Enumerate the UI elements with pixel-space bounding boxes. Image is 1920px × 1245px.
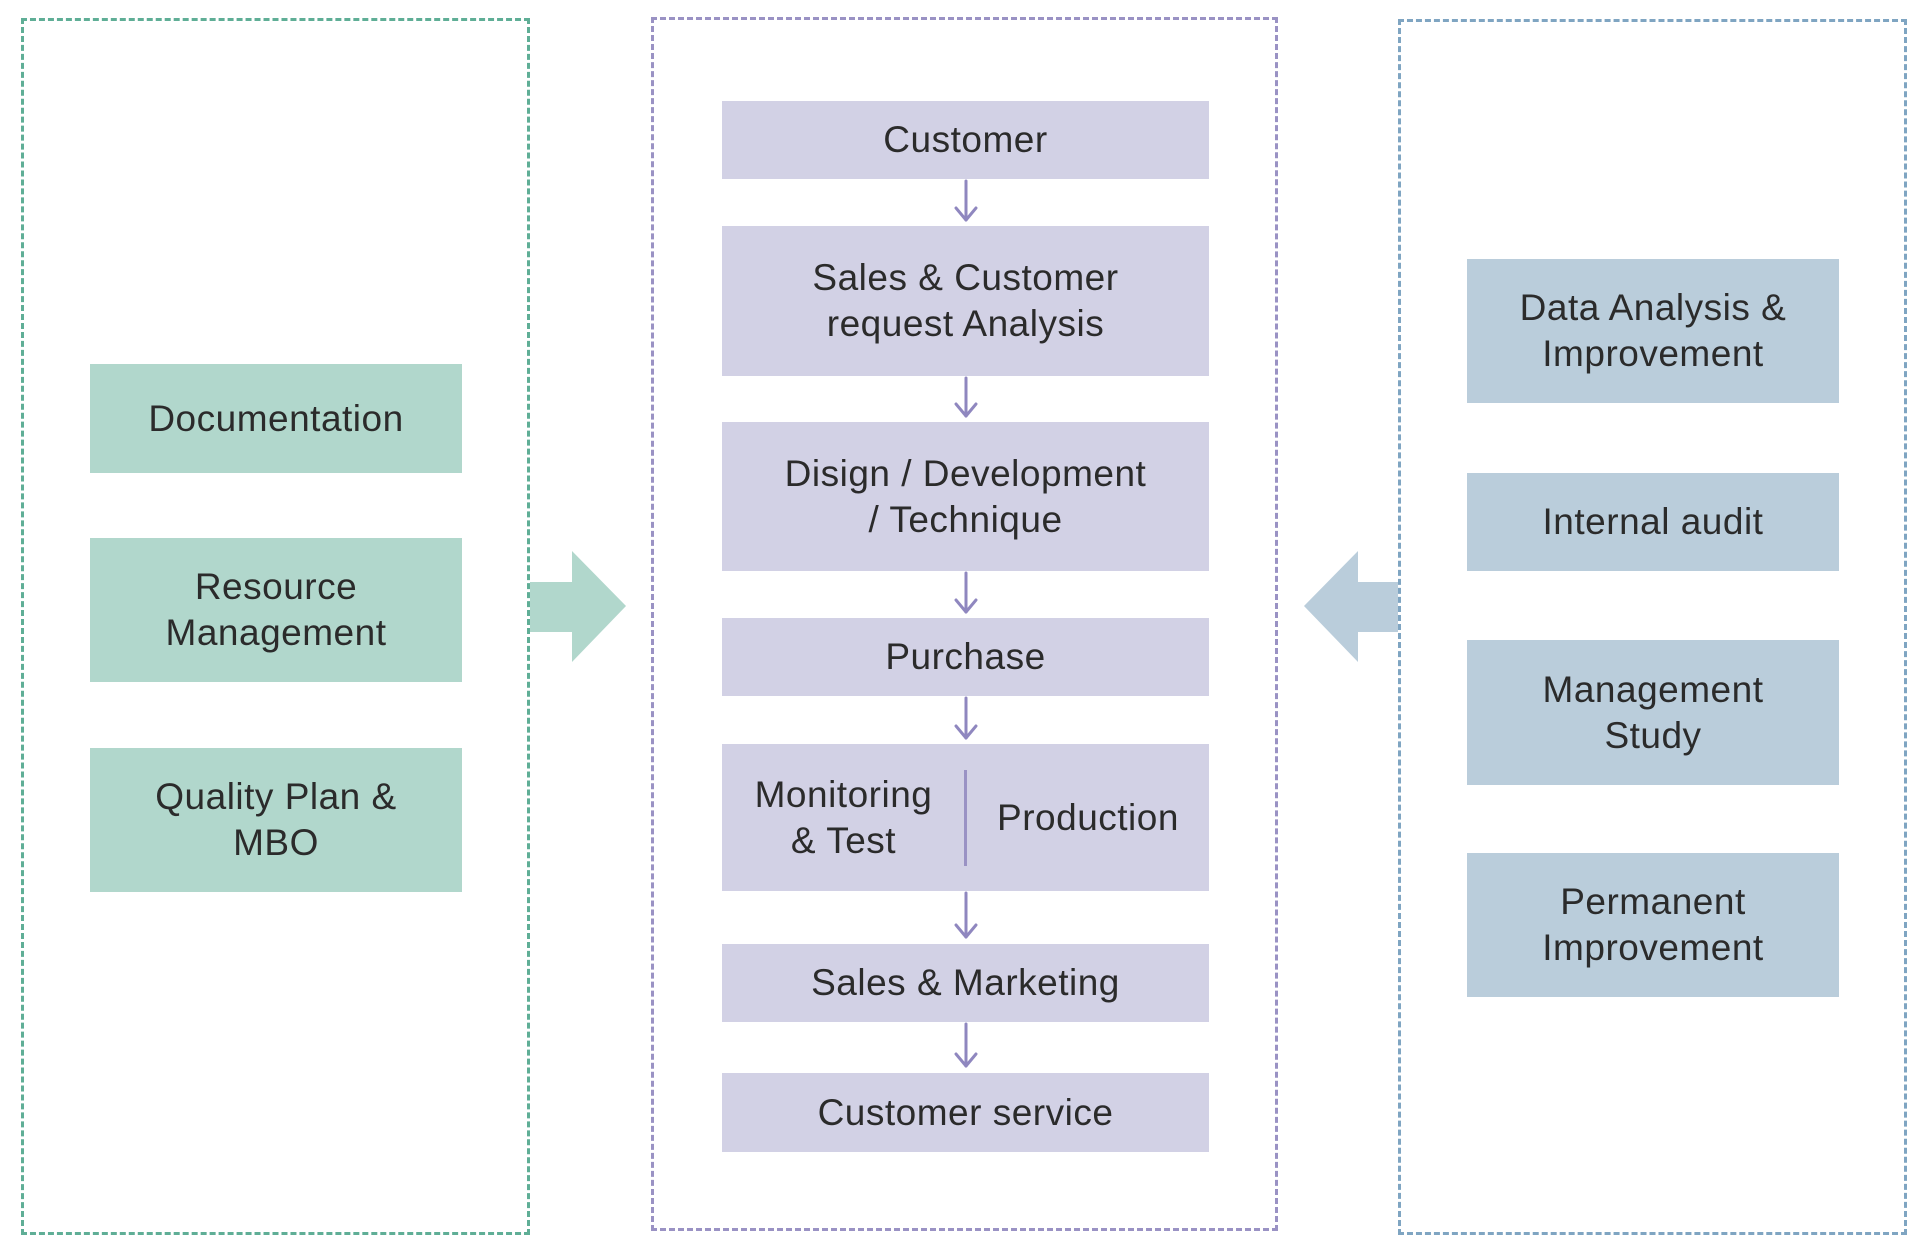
customer-step: Customer bbox=[722, 101, 1209, 179]
internal-audit-box: Internal audit bbox=[1467, 473, 1839, 571]
sales-request-analysis-step: Sales & Customer request Analysis bbox=[722, 226, 1209, 376]
management-study-box: Management Study bbox=[1467, 640, 1839, 785]
permanent-improvement-box: Permanent Improvement bbox=[1467, 853, 1839, 997]
design-development-step: Disign / Development / Technique bbox=[722, 422, 1209, 571]
improvement-processes-panel bbox=[1398, 19, 1907, 1235]
production-step: Monitoring & Test Production bbox=[722, 744, 1209, 891]
right-to-center-arrow bbox=[1304, 551, 1398, 662]
support-processes-panel bbox=[21, 18, 530, 1235]
core-processes-panel bbox=[651, 17, 1278, 1231]
purchase-step: Purchase bbox=[722, 618, 1209, 696]
production-label: Production bbox=[997, 796, 1179, 838]
left-to-center-arrow bbox=[530, 551, 626, 662]
resource-management-box: Resource Management bbox=[90, 538, 462, 682]
quality-plan-box: Quality Plan & MBO bbox=[90, 748, 462, 892]
documentation-box: Documentation bbox=[90, 364, 462, 473]
monitoring-test-label: Monitoring & Test bbox=[754, 773, 933, 861]
data-analysis-box: Data Analysis & Improvement bbox=[1467, 259, 1839, 403]
customer-service-step: Customer service bbox=[722, 1073, 1209, 1152]
production-divider bbox=[964, 770, 967, 866]
sales-marketing-step: Sales & Marketing bbox=[722, 944, 1209, 1022]
